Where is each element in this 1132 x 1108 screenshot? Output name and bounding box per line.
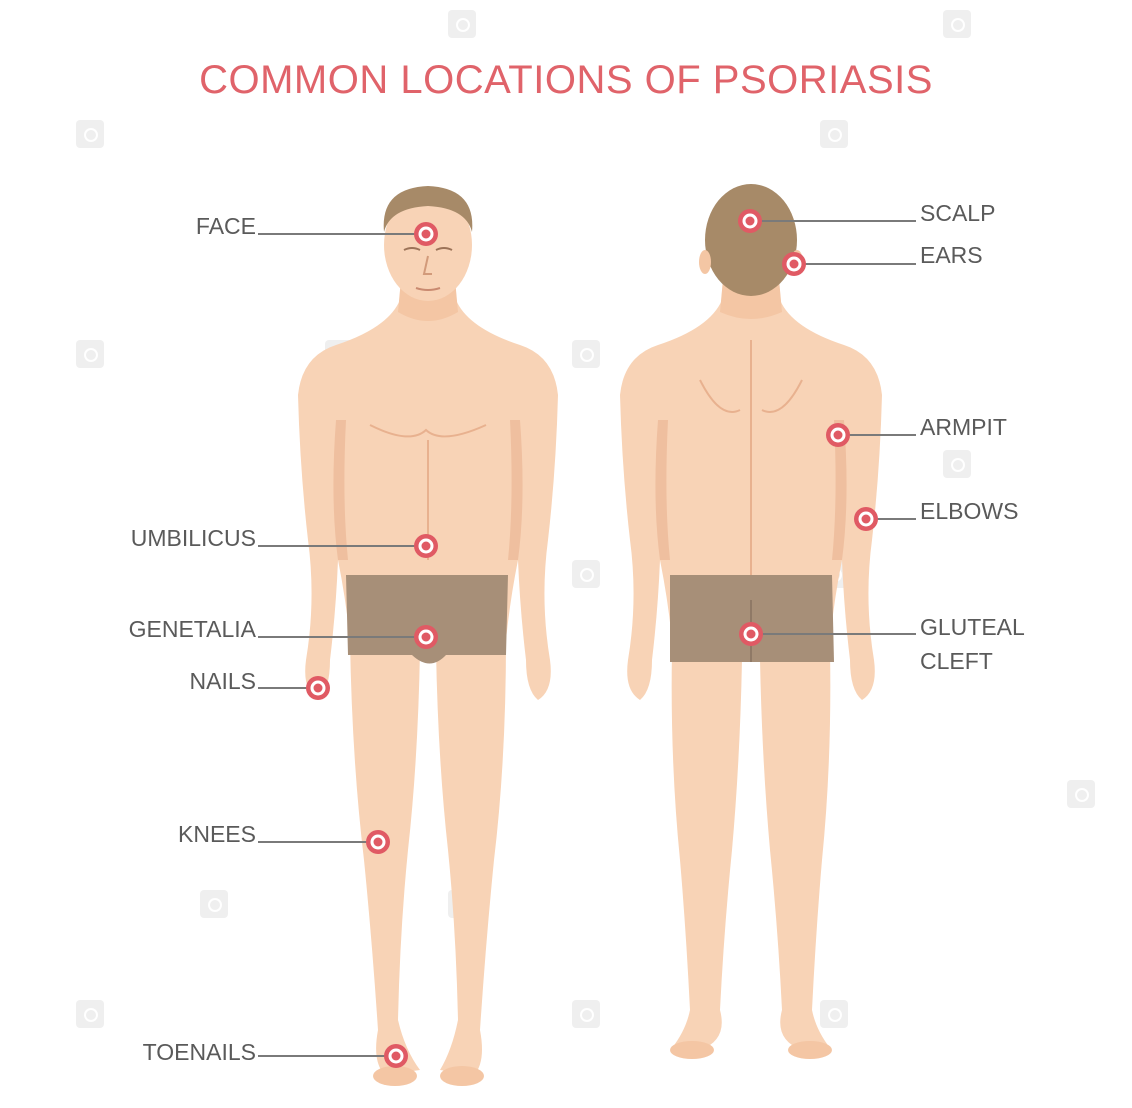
back-head: [705, 184, 797, 296]
label-scalp: SCALP: [920, 199, 995, 227]
target-marker-icon: [366, 830, 390, 854]
label-knees: KNEES: [56, 820, 256, 848]
label-ears: EARS: [920, 241, 983, 269]
target-marker-icon: [384, 1044, 408, 1068]
target-marker-icon: [414, 534, 438, 558]
front-left-leg: [436, 640, 506, 1075]
target-marker-icon: [739, 622, 763, 646]
target-marker-icon: [306, 676, 330, 700]
target-marker-icon: [826, 423, 850, 447]
label-nails: NAILS: [56, 667, 256, 695]
label-umbilicus: UMBILICUS: [56, 524, 256, 552]
back-figure: [620, 184, 882, 1059]
target-marker-icon: [738, 209, 762, 233]
target-marker-icon: [414, 222, 438, 246]
back-right-leg: [672, 650, 742, 1050]
label-elbows: ELBOWS: [920, 497, 1018, 525]
label-toenails: TOENAILS: [56, 1038, 256, 1066]
label-face: FACE: [56, 212, 256, 240]
target-marker-icon: [414, 625, 438, 649]
front-underwear: [346, 575, 508, 664]
target-marker-icon: [782, 252, 806, 276]
label-gluteal-cleft-line2: CLEFT: [920, 647, 993, 675]
target-marker-icon: [854, 507, 878, 531]
front-right-leg: [350, 640, 420, 1075]
label-genetalia: GENETALIA: [56, 615, 256, 643]
label-gluteal-cleft-line1: GLUTEAL: [920, 613, 1025, 641]
back-left-leg: [760, 650, 830, 1050]
label-armpit: ARMPIT: [920, 413, 1007, 441]
